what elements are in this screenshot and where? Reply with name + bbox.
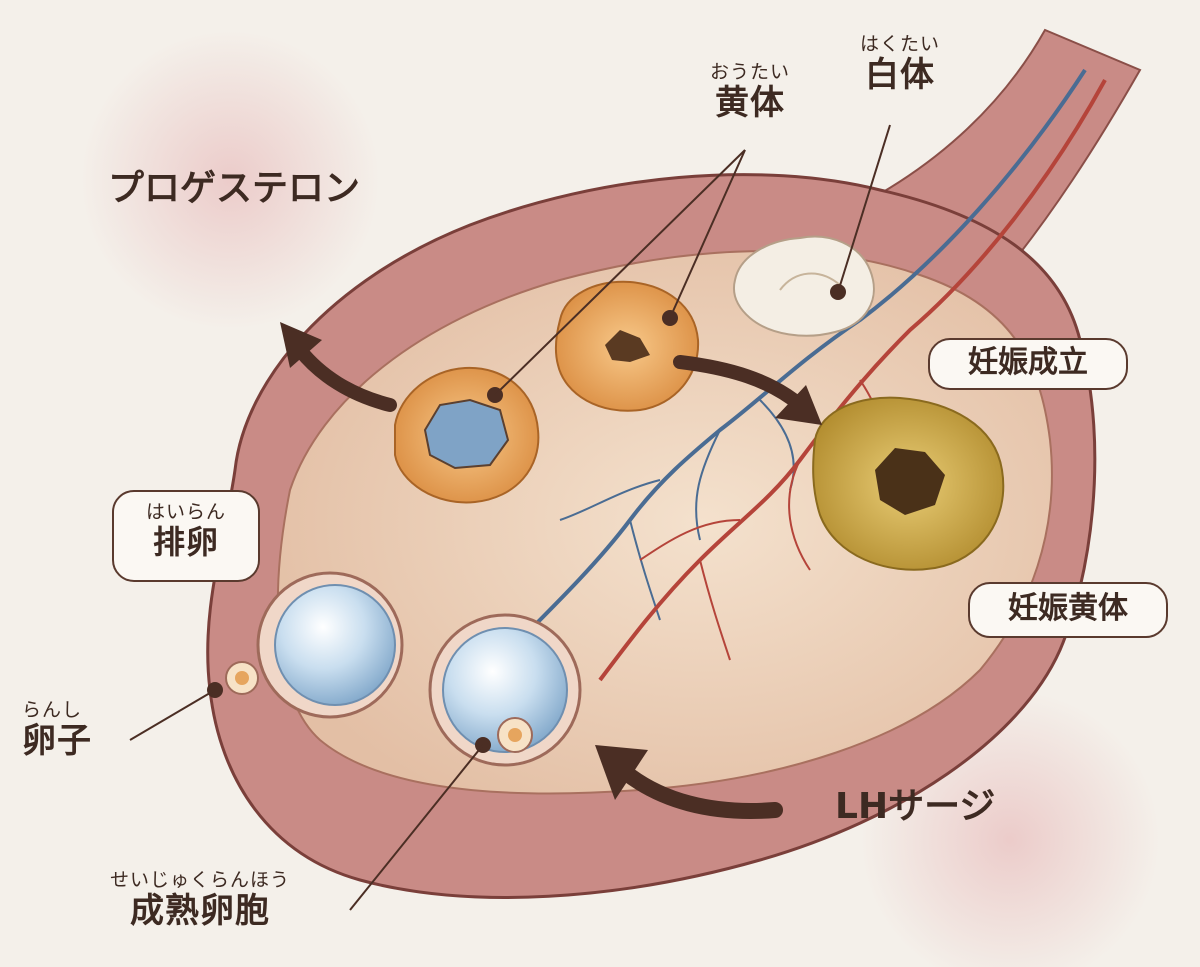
corpus-luteum-leader-line bbox=[669, 149, 746, 319]
artery-branches bbox=[639, 379, 885, 661]
corpus-luteum-ruby: おうたい bbox=[709, 61, 790, 83]
vein bbox=[518, 68, 1087, 642]
corpus-albicans-ruby: はくたい bbox=[859, 33, 940, 55]
vein-branches bbox=[559, 399, 795, 621]
released-ovum-nucleus bbox=[235, 671, 249, 685]
mature-follicle-ruby: せいじゅくらんほう bbox=[109, 869, 290, 891]
pregnancy-arrow-shaft bbox=[673, 355, 807, 412]
lh-surge-label: LHサージ bbox=[835, 786, 996, 827]
mature-follicle-oocyte-nucleus bbox=[508, 728, 522, 742]
background-blush bbox=[80, 30, 380, 330]
ovulating-follicle bbox=[274, 584, 396, 706]
ovulation-ruby: はいらん bbox=[145, 501, 226, 523]
corpus-albicans-fold bbox=[779, 272, 841, 291]
lh-surge-arrow-shaft bbox=[617, 764, 783, 819]
corpus-luteum-early-leader-line bbox=[494, 149, 746, 396]
pregnancy-corpus-luteum-center bbox=[875, 448, 945, 515]
corpus-luteum-center bbox=[605, 330, 650, 362]
ovulation-text: 排卵 bbox=[152, 522, 219, 561]
mature-follicle bbox=[442, 627, 568, 753]
mature-follicle-label: せいじゅくらんほう 成熟卵胞 bbox=[70, 869, 330, 931]
corpus-albicans-text: 白体 bbox=[865, 54, 935, 95]
pregnancy-label: 妊娠成立 bbox=[928, 338, 1128, 390]
ovum-ruby: らんし bbox=[22, 699, 83, 721]
ovum-text: 卵子 bbox=[22, 720, 92, 761]
progesterone-arrow-shaft bbox=[293, 343, 397, 412]
ovulation-label: はいらん 排卵 bbox=[112, 490, 260, 582]
ovum-leader-line bbox=[129, 689, 216, 741]
corpus-albicans-label: はくたい 白体 bbox=[840, 33, 960, 95]
corpus-luteum-label: おうたい 黄体 bbox=[690, 61, 810, 123]
pregnancy-arrow-head bbox=[775, 385, 822, 425]
progesterone-label: プロゲステロン bbox=[108, 168, 361, 209]
mature-follicle-text: 成熟卵胞 bbox=[130, 890, 270, 931]
ovum-label: らんし 卵子 bbox=[22, 699, 132, 761]
corpus-albicans bbox=[732, 235, 875, 337]
corpus-luteum-cavity bbox=[423, 398, 510, 470]
corpus-luteum-text: 黄体 bbox=[715, 82, 785, 123]
pregnancy-corpus-luteum-label: 妊娠黄体 bbox=[968, 582, 1168, 638]
progesterone-arrow-head bbox=[280, 322, 322, 368]
corpus-albicans-leader-line bbox=[837, 124, 891, 293]
lh-surge-arrow-head bbox=[595, 745, 648, 800]
follicle-leader-line bbox=[349, 744, 484, 911]
